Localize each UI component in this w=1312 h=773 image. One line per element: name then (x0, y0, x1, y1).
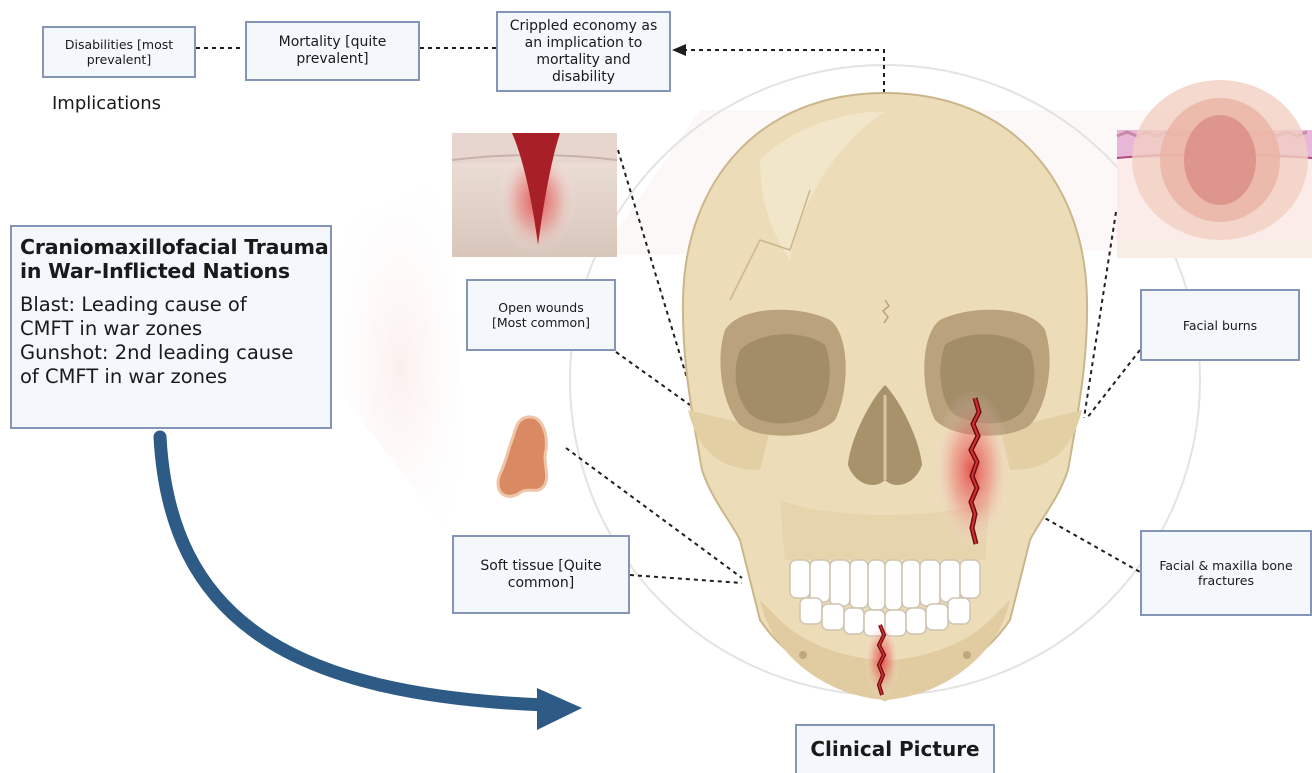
arrow-head-economy (672, 44, 686, 56)
mortality-text: Mortality [quite prevalent] (253, 34, 412, 68)
soft-tissue-box: Soft tissue [Quite common] (452, 535, 630, 614)
facial-burns-box: Facial burns (1140, 289, 1300, 361)
facial-burn-illustration (1117, 80, 1312, 258)
economy-text: Crippled economy as an implication to mo… (508, 18, 659, 86)
disabilities-text: Disabilities [most prevalent] (50, 37, 188, 67)
facial-fracture-wound (932, 390, 1012, 550)
open-wounds-text: Open wounds [Most common] (488, 300, 594, 330)
implications-heading: Implications (52, 93, 161, 114)
facial-burns-text: Facial burns (1183, 318, 1257, 333)
soft-tissue-text: Soft tissue [Quite common] (472, 558, 610, 592)
open-wounds-box: Open wounds [Most common] (466, 279, 616, 351)
economy-box: Crippled economy as an implication to mo… (496, 11, 671, 92)
skull-illustration (683, 93, 1087, 700)
main-title: Craniomaxillofacial Trauma in War-Inflic… (20, 235, 330, 283)
causes-text: Blast: Leading cause of CMFT in war zone… (20, 293, 330, 389)
background-cone-left (330, 175, 470, 560)
fractures-text: Facial & maxilla bone fractures (1148, 558, 1304, 588)
open-wound-illustration (452, 133, 617, 257)
mortality-box: Mortality [quite prevalent] (245, 21, 420, 81)
chin-laceration-wound (864, 620, 900, 700)
title-box: Craniomaxillofacial Trauma in War-Inflic… (10, 225, 332, 429)
soft-tissue-illustration (498, 417, 547, 496)
fractures-box: Facial & maxilla bone fractures (1140, 530, 1312, 616)
clinical-picture-box: Clinical Picture (795, 724, 995, 773)
disabilities-box: Disabilities [most prevalent] (42, 26, 196, 78)
clinical-picture-heading: Clinical Picture (810, 741, 979, 758)
